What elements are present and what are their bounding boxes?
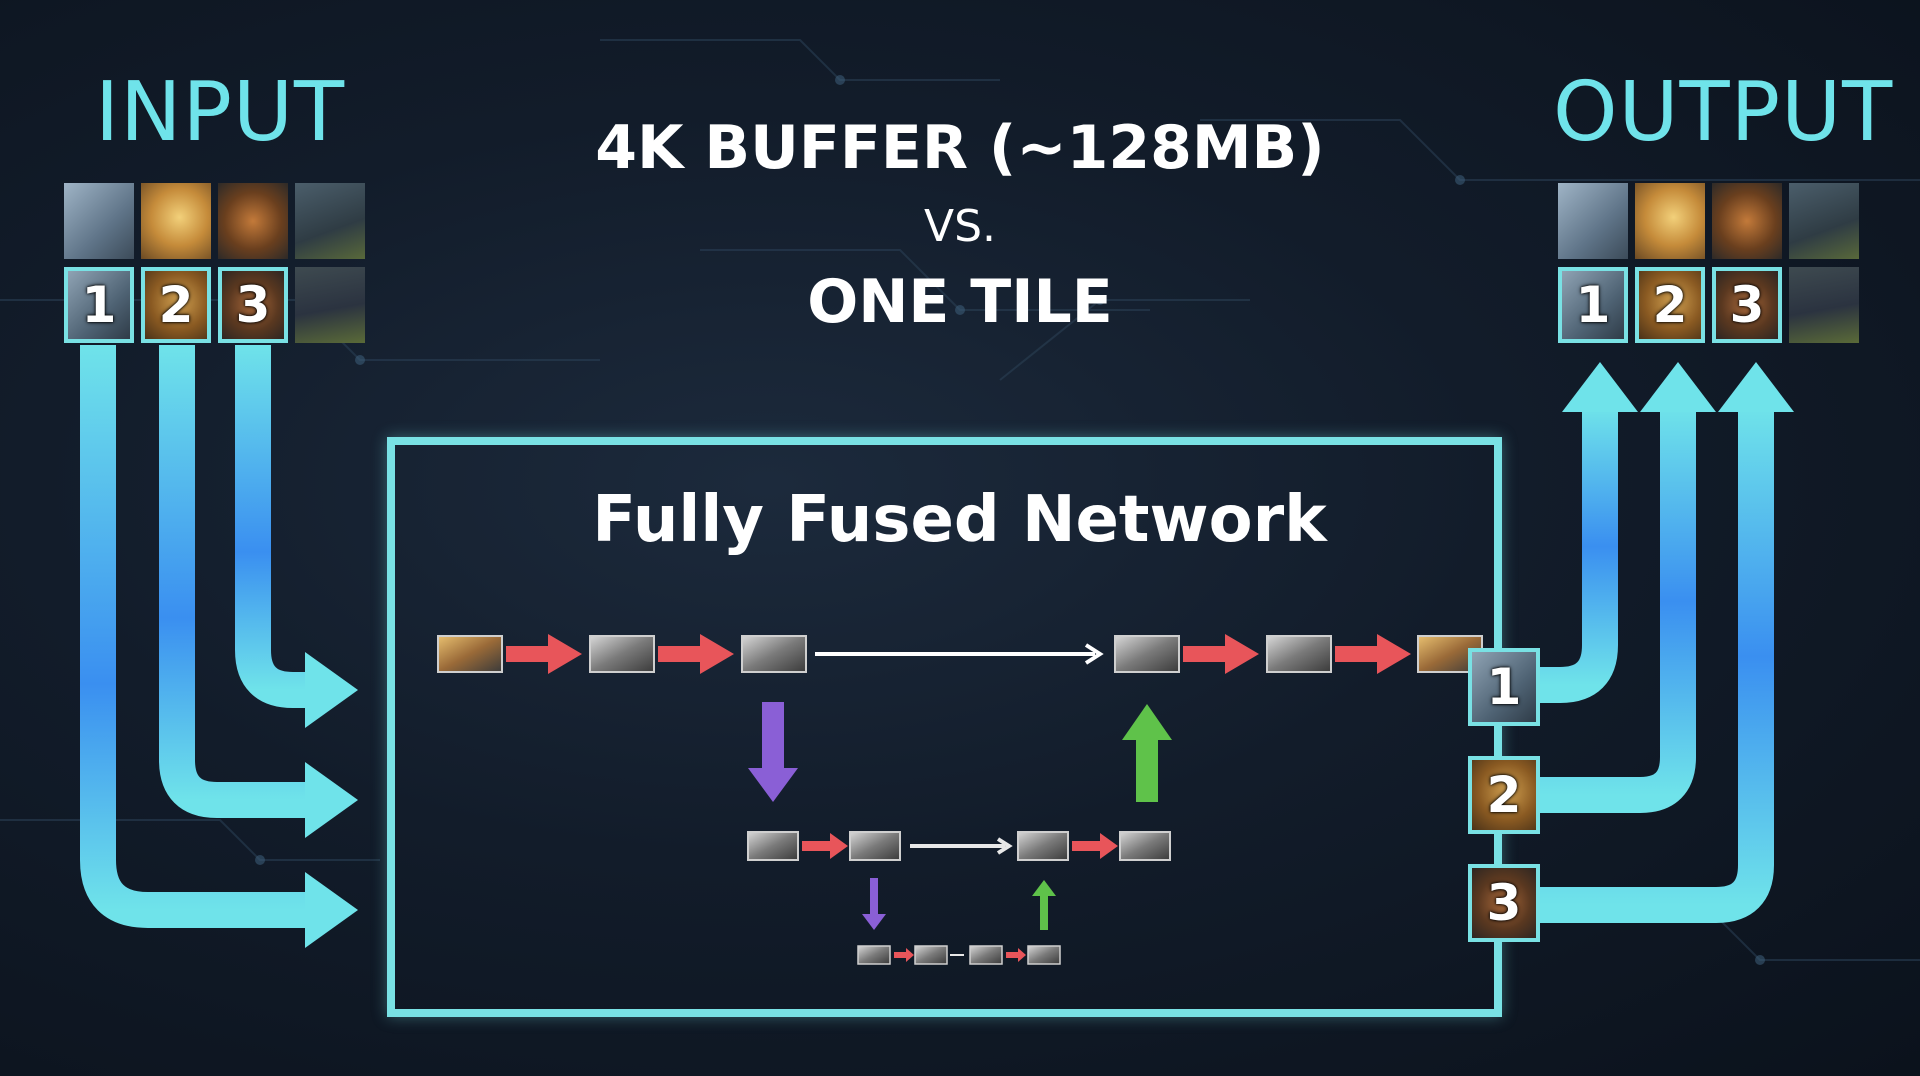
input-tile-grid: 1 2 3 (64, 183, 365, 345)
input-tile-top-1 (64, 183, 134, 259)
output-flow-arrow-1 (1540, 362, 1638, 703)
output-flow-arrow-2 (1540, 362, 1716, 813)
input-tile-numbered-3: 3 (218, 267, 288, 343)
red-arrow-top-2 (658, 634, 734, 674)
purple-down-arrow-1 (748, 702, 798, 802)
feature-map-mid-1 (747, 831, 799, 861)
input-tile-numbered-2: 2 (141, 267, 211, 343)
red-arrow-bottom-1 (894, 948, 914, 962)
input-tile-top-2 (141, 183, 211, 259)
feature-map-mid-2 (849, 831, 901, 861)
versus-label: VS. (923, 201, 996, 252)
output-tile-top-4 (1789, 183, 1859, 259)
tile-number: 3 (235, 276, 271, 334)
red-arrow-mid-1 (802, 833, 848, 859)
green-up-arrow-2 (1032, 880, 1056, 930)
network-title: Fully Fused Network (592, 483, 1327, 557)
feature-map-top-1 (437, 635, 503, 673)
red-arrow-top-4 (1335, 634, 1411, 674)
input-heading: INPUT (95, 65, 346, 160)
tile-number: 3 (1486, 874, 1522, 932)
input-tile-numbered-1: 1 (64, 267, 134, 343)
skip-connection-top-head (1084, 643, 1104, 665)
feature-map-bottom-3 (969, 945, 1003, 965)
one-tile-title: ONE TILE (807, 267, 1113, 337)
output-tile-grid: 1 2 3 (1558, 183, 1863, 345)
feature-map-top-2 (589, 635, 655, 673)
tile-number: 2 (1652, 276, 1688, 334)
output-tile-top-1 (1558, 183, 1628, 259)
red-arrow-top-1 (506, 634, 582, 674)
tile-number: 3 (1729, 276, 1765, 334)
input-tile-bottom-4 (295, 267, 365, 343)
feature-map-mid-4 (1119, 831, 1171, 861)
feature-map-bottom-4 (1027, 945, 1061, 965)
output-tile-top-2 (1635, 183, 1705, 259)
feature-map-top-4 (1114, 635, 1180, 673)
skip-connection-mid-head (996, 837, 1013, 855)
side-tile-1: 1 (1468, 648, 1540, 726)
fully-fused-network-box (387, 437, 1502, 1017)
output-tile-bottom-4 (1789, 267, 1859, 343)
input-flow-arrow-3 (235, 345, 358, 728)
feature-map-bottom-1 (857, 945, 891, 965)
feature-map-mid-3 (1017, 831, 1069, 861)
side-tile-2: 2 (1468, 756, 1540, 834)
input-tile-top-3 (218, 183, 288, 259)
tile-number: 1 (1575, 276, 1611, 334)
output-flow-arrow-3 (1540, 362, 1794, 923)
red-arrow-bottom-2 (1006, 948, 1026, 962)
input-flow-arrow-2 (159, 345, 358, 838)
purple-down-arrow-2 (862, 878, 886, 930)
green-up-arrow-1 (1122, 704, 1172, 802)
output-tile-numbered-1: 1 (1558, 267, 1628, 343)
feature-map-top-5 (1266, 635, 1332, 673)
output-tile-top-3 (1712, 183, 1782, 259)
tile-number: 1 (1486, 658, 1522, 716)
red-arrow-mid-2 (1072, 833, 1118, 859)
tile-number: 2 (1486, 766, 1522, 824)
tile-number: 2 (158, 276, 194, 334)
feature-map-top-3 (741, 635, 807, 673)
input-flow-arrow-1 (80, 345, 358, 948)
output-heading: OUTPUT (1553, 65, 1894, 160)
output-tile-numbered-2: 2 (1635, 267, 1705, 343)
side-tile-3: 3 (1468, 864, 1540, 942)
output-tile-numbered-3: 3 (1712, 267, 1782, 343)
buffer-size-title: 4K BUFFER (~128MB) (595, 113, 1325, 183)
feature-map-bottom-2 (914, 945, 948, 965)
red-arrow-top-3 (1183, 634, 1259, 674)
input-tile-top-4 (295, 183, 365, 259)
tile-number: 1 (81, 276, 117, 334)
